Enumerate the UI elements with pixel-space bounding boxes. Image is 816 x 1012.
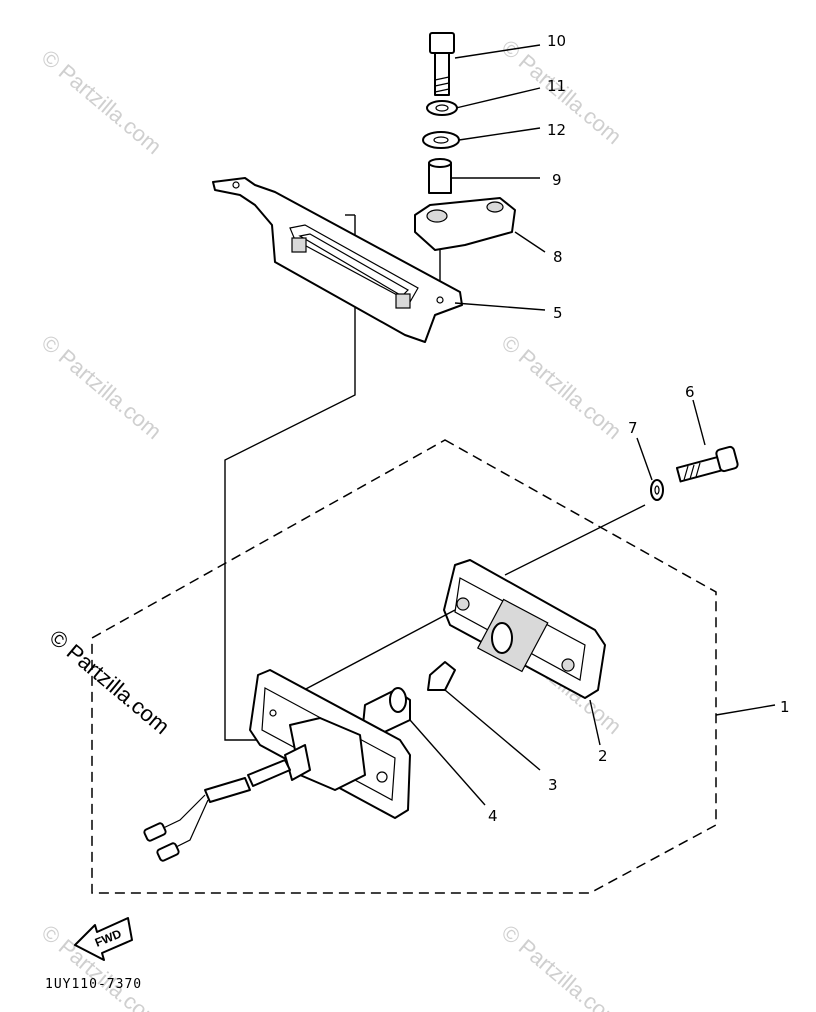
part-label-12: 12	[547, 121, 566, 139]
bulb-3	[427, 661, 456, 691]
part-label-8: 8	[553, 248, 563, 266]
lock-washer-11	[426, 100, 458, 116]
leader-lines	[409, 44, 776, 806]
lens-2	[443, 559, 606, 699]
assembly-outline	[91, 439, 717, 894]
diagram-code: 1UY110-7370	[45, 977, 142, 992]
watermark-dark: © Partzilla.com	[45, 625, 175, 739]
lens-guide-line	[284, 609, 456, 701]
part-label-3: 3	[548, 776, 558, 794]
screw-guide-line	[504, 504, 646, 576]
bracket-guide-line	[224, 215, 356, 741]
collar-9	[428, 158, 452, 194]
part-label-2: 2	[598, 747, 608, 765]
bracket-5	[212, 177, 463, 343]
watermark: © Partzilla.com	[37, 45, 167, 159]
fwd-arrow-icon: FWD	[74, 917, 133, 961]
part-label-1: 1	[780, 698, 790, 716]
watermarks: © Partzilla.com © Partzilla.com © Partzi…	[37, 35, 627, 1012]
part-label-11: 11	[547, 77, 566, 95]
bolt-10	[429, 32, 455, 96]
part-label-4: 4	[488, 807, 498, 825]
arm-8	[414, 197, 516, 251]
part-label-6: 6	[685, 383, 695, 401]
part-label-10: 10	[547, 32, 566, 50]
watermark: © Partzilla.com	[37, 330, 167, 444]
screw-6	[675, 445, 739, 483]
watermark: © Partzilla.com	[497, 330, 627, 444]
socket-4	[362, 687, 411, 736]
washer-7	[650, 479, 664, 501]
part-label-5: 5	[553, 304, 563, 322]
washer-12	[422, 131, 460, 149]
part-label-9: 9	[552, 171, 562, 189]
wiring	[143, 759, 291, 862]
watermark: © Partzilla.com	[497, 920, 627, 1012]
part-label-7: 7	[628, 419, 638, 437]
lamp-housing	[249, 669, 411, 819]
